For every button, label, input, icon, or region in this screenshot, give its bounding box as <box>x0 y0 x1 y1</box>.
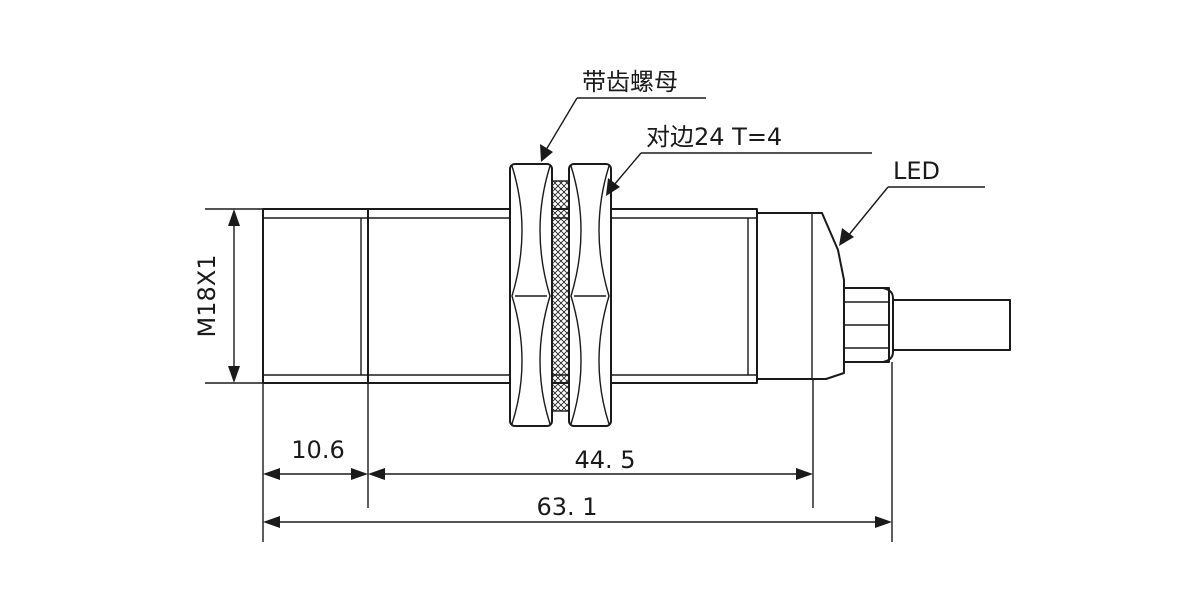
extension-lines <box>262 362 893 542</box>
label-nut: 带齿螺母 <box>582 68 678 96</box>
leader-nut <box>540 97 706 162</box>
leader-across-flats <box>606 152 872 196</box>
value-body-length: 44. 5 <box>574 446 635 474</box>
cable <box>843 287 1011 363</box>
label-led: LED <box>893 157 940 185</box>
dimension-thread-diameter <box>205 208 263 384</box>
dimension-thread-length <box>263 468 368 480</box>
value-thread-length: 10.6 <box>291 436 344 464</box>
dimension-body-length <box>368 468 813 480</box>
dimension-total-length <box>263 516 892 528</box>
label-thread: M18X1 <box>193 255 221 338</box>
label-across-flats: 对边24 T=4 <box>646 123 782 151</box>
value-total-length: 63. 1 <box>536 493 597 521</box>
rear-cap <box>756 212 845 380</box>
leader-led <box>839 186 985 246</box>
nut-left <box>509 163 553 427</box>
nut-right <box>568 163 612 427</box>
